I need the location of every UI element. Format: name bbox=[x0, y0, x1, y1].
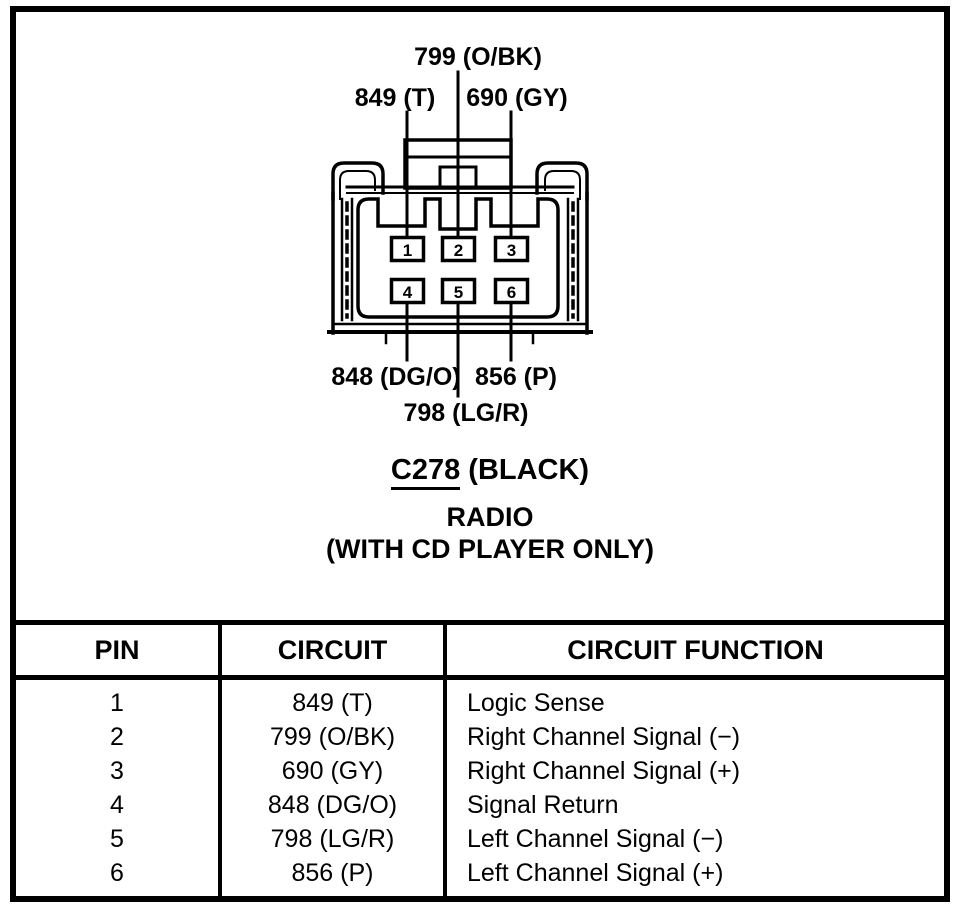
wire-label-pin5: 798 (LG/R) bbox=[403, 399, 529, 427]
table-column-divider-1 bbox=[218, 625, 222, 901]
cell-function: Left Channel Signal (+) bbox=[467, 858, 724, 887]
cell-pin: 2 bbox=[110, 722, 124, 751]
cell-pin: 5 bbox=[110, 824, 124, 853]
pin-number-5: 5 bbox=[454, 283, 463, 302]
device-title: RADIO bbox=[446, 502, 534, 532]
table-row: 4 848 (DG/O) Signal Return bbox=[16, 788, 944, 822]
pin-boxes bbox=[389, 235, 530, 305]
table-row: 2 799 (O/BK) Right Channel Signal (−) bbox=[16, 720, 944, 754]
cell-circuit: 690 (GY) bbox=[281, 756, 384, 785]
connector-id-line: C278 (BLACK) bbox=[240, 454, 740, 490]
header-pin: PIN bbox=[94, 634, 140, 665]
pin-table: PIN CIRCUIT CIRCUIT FUNCTION 1 849 (T) L… bbox=[16, 620, 944, 901]
table-body: 1 849 (T) Logic Sense 2 799 (O/BK) Right… bbox=[16, 680, 944, 890]
connector-left-ear bbox=[331, 161, 385, 201]
header-circuit-function: CIRCUIT FUNCTION bbox=[567, 634, 824, 665]
cell-function: Right Channel Signal (+) bbox=[467, 756, 741, 785]
table-row: 5 798 (LG/R) Left Channel Signal (−) bbox=[16, 822, 944, 856]
device-qualifier: (WITH CD PLAYER ONLY) bbox=[325, 534, 655, 564]
wire-label-pin2: 799 (O/BK) bbox=[414, 43, 542, 71]
cell-function: Signal Return bbox=[467, 790, 619, 819]
page-border-frame bbox=[10, 6, 950, 902]
connector-seam bbox=[345, 185, 575, 194]
table-header-row: PIN CIRCUIT CIRCUIT FUNCTION bbox=[16, 625, 944, 680]
wire-label-pin3: 690 (GY) bbox=[466, 84, 568, 112]
table-column-divider-2 bbox=[443, 625, 447, 901]
pin-numbers: 1 2 3 4 5 6 bbox=[403, 241, 516, 302]
connector-id: C278 bbox=[390, 454, 461, 490]
cell-circuit: 856 (P) bbox=[291, 858, 374, 887]
cell-circuit: 799 (O/BK) bbox=[269, 722, 396, 751]
cell-pin: 6 bbox=[110, 858, 124, 887]
cell-pin: 4 bbox=[110, 790, 124, 819]
pin-number-6: 6 bbox=[507, 283, 516, 302]
wire-label-pin6: 856 (P) bbox=[475, 363, 557, 391]
wire-label-pin4: 848 (DG/O) bbox=[331, 363, 461, 391]
cell-function: Left Channel Signal (−) bbox=[467, 824, 724, 853]
pin-number-2: 2 bbox=[454, 241, 463, 260]
pin-number-1: 1 bbox=[403, 241, 412, 260]
connector-base bbox=[327, 322, 593, 345]
cell-function: Right Channel Signal (−) bbox=[467, 722, 741, 751]
table-row: 1 849 (T) Logic Sense bbox=[16, 686, 944, 720]
table-row: 3 690 (GY) Right Channel Signal (+) bbox=[16, 754, 944, 788]
connector-cavity bbox=[356, 197, 560, 319]
connector-color: (BLACK) bbox=[460, 454, 590, 486]
pin-number-3: 3 bbox=[507, 241, 516, 260]
cell-circuit: 849 (T) bbox=[292, 688, 373, 717]
connector-title-block: C278 (BLACK) RADIO (WITH CD PLAYER ONLY) bbox=[240, 454, 740, 564]
pin-number-4: 4 bbox=[403, 283, 413, 302]
connector-side-rails bbox=[340, 197, 580, 322]
connector-right-ear bbox=[535, 161, 589, 201]
cell-circuit: 798 (LG/R) bbox=[270, 824, 395, 853]
header-circuit: CIRCUIT bbox=[277, 634, 388, 665]
cell-function: Logic Sense bbox=[467, 688, 605, 717]
cell-circuit: 848 (DG/O) bbox=[267, 790, 398, 819]
wire-label-pin1: 849 (T) bbox=[354, 84, 436, 112]
cell-pin: 1 bbox=[110, 688, 124, 717]
cell-pin: 3 bbox=[110, 756, 124, 785]
table-row: 6 856 (P) Left Channel Signal (+) bbox=[16, 856, 944, 890]
connector-body-sides bbox=[331, 191, 589, 335]
